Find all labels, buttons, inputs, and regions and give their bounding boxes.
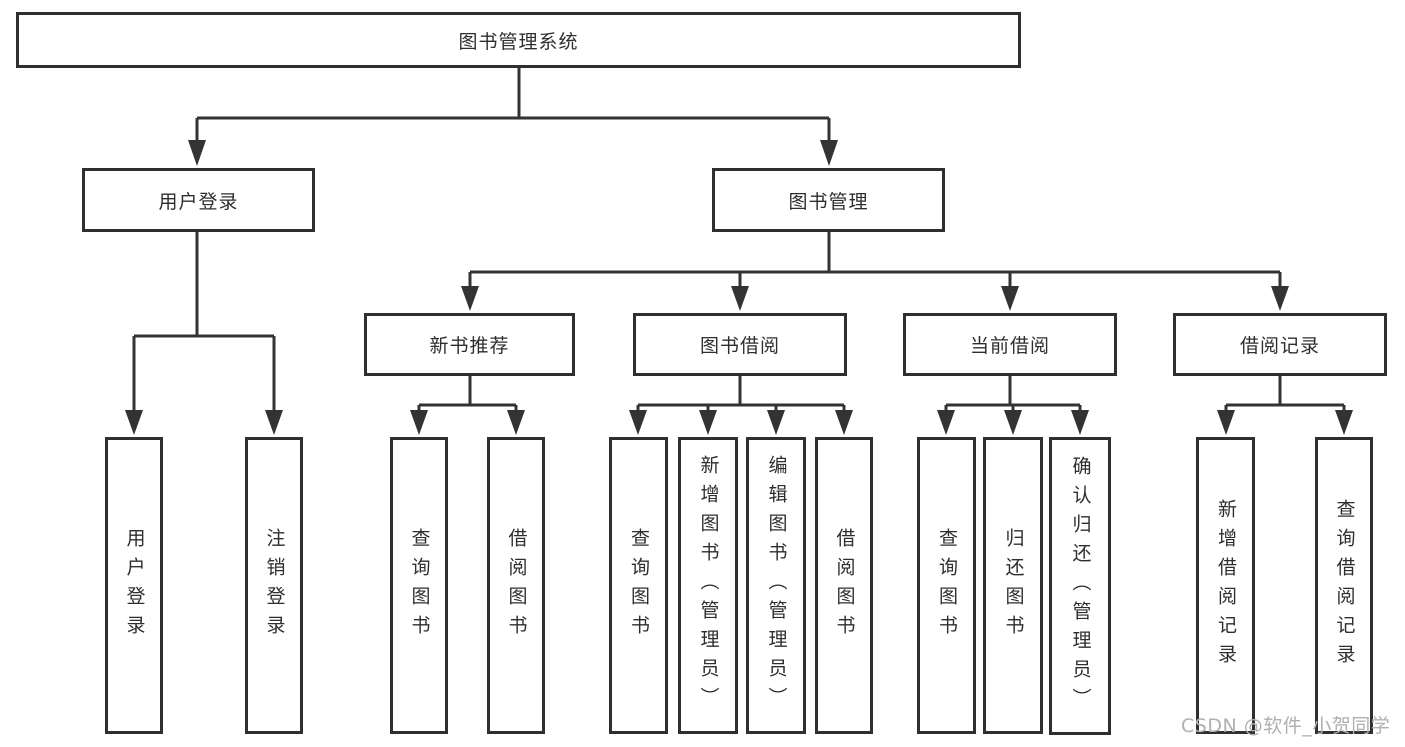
leaf-label: 新增图书（管理员） [697, 455, 720, 716]
leaf-edit-book-admin: 编辑图书（管理员） [746, 437, 806, 734]
leaf-label: 借阅图书 [833, 527, 856, 644]
arrow-down-icon [125, 140, 1353, 435]
leaf-label: 编辑图书（管理员） [765, 455, 788, 716]
node-label: 当前借阅 [969, 335, 1050, 357]
node-label: 图书管理系统 [458, 30, 579, 53]
leaf-user-login: 用户登录 [105, 437, 163, 734]
node-book-management: 图书管理 [712, 168, 945, 232]
leaf-borrow-books: 借阅图书 [815, 437, 873, 734]
leaf-label: 查询图书 [408, 527, 431, 644]
leaf-label: 查询图书 [935, 527, 958, 644]
node-label: 新书推荐 [429, 335, 510, 357]
node-new-book-recommend: 新书推荐 [364, 313, 575, 376]
node-current-borrowing: 当前借阅 [903, 313, 1117, 376]
connector-line [132, 68, 1346, 414]
leaf-query-books-borrowing: 查询图书 [609, 437, 668, 734]
node-label: 借阅记录 [1239, 335, 1320, 357]
leaf-add-borrow-record: 新增借阅记录 [1196, 437, 1255, 734]
leaf-query-borrow-record: 查询借阅记录 [1315, 437, 1373, 734]
node-library-system: 图书管理系统 [16, 12, 1021, 68]
leaf-query-books-current: 查询图书 [917, 437, 976, 734]
leaf-confirm-return-admin: 确认归还（管理员） [1049, 437, 1111, 735]
leaf-add-book-admin: 新增图书（管理员） [678, 437, 738, 734]
node-label: 图书管理 [788, 190, 869, 213]
node-book-borrowing: 图书借阅 [633, 313, 847, 376]
leaf-label: 借阅图书 [505, 527, 528, 644]
node-label: 图书借阅 [699, 335, 780, 357]
leaf-label: 查询借阅记录 [1333, 498, 1356, 673]
leaf-logout: 注销登录 [245, 437, 303, 734]
leaf-label: 新增借阅记录 [1214, 498, 1237, 673]
leaf-query-books-recommend: 查询图书 [390, 437, 448, 734]
leaf-label: 确认归还（管理员） [1069, 455, 1092, 717]
node-label: 用户登录 [158, 190, 239, 213]
node-borrowing-records: 借阅记录 [1173, 313, 1387, 376]
leaf-label: 查询图书 [627, 527, 650, 644]
watermark: CSDN @软件_小贺同学 [1181, 715, 1391, 737]
leaf-borrow-books-recommend: 借阅图书 [487, 437, 545, 734]
leaf-label: 用户登录 [123, 527, 146, 644]
node-user-login: 用户登录 [82, 168, 315, 232]
leaf-return-books: 归还图书 [983, 437, 1043, 734]
leaf-label: 归还图书 [1002, 527, 1025, 644]
leaf-label: 注销登录 [263, 527, 286, 644]
